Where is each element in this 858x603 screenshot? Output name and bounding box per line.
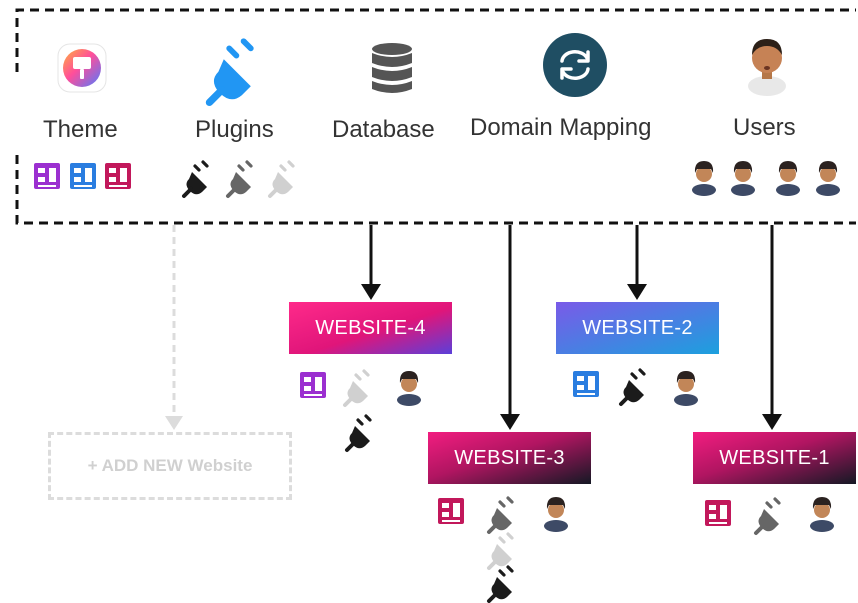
person-avatar-icon xyxy=(397,371,421,406)
theme-variant-icon xyxy=(70,163,96,189)
person-avatar-icon xyxy=(731,161,755,196)
theme-variant-icon xyxy=(34,163,60,189)
theme-variant-icon xyxy=(105,163,131,189)
website-3-box[interactable]: WEBSITE-3 xyxy=(454,447,565,469)
plug-icon xyxy=(487,565,514,603)
plug-icon xyxy=(487,496,514,534)
plug-icon xyxy=(487,532,514,570)
person-avatar-icon xyxy=(776,161,800,196)
plug-icon xyxy=(182,160,209,198)
users-label: Users xyxy=(733,114,796,141)
database-big-icon xyxy=(372,43,412,93)
plug-icon xyxy=(345,414,372,452)
plug-icon xyxy=(754,497,781,535)
plug-icon xyxy=(343,369,370,407)
person-avatar-icon xyxy=(544,497,568,532)
theme-label: Theme xyxy=(43,116,118,143)
website-4-box[interactable]: WEBSITE-4 xyxy=(315,317,426,339)
domain-mapping-label: Domain Mapping xyxy=(470,114,652,141)
theme-big-icon xyxy=(57,43,107,93)
top-container-top-border xyxy=(15,8,856,72)
theme-variant-icon xyxy=(300,372,326,398)
website-2-box[interactable]: WEBSITE-2 xyxy=(582,317,693,339)
plug-icon xyxy=(619,368,646,406)
theme-variant-icon xyxy=(705,500,731,526)
website-2-bg xyxy=(556,302,719,354)
arrow-to-add-new-head xyxy=(165,416,183,430)
top-container-bottom-border xyxy=(15,155,856,225)
website-1-box[interactable]: WEBSITE-1 xyxy=(719,447,830,469)
domain-mapping-big-icon xyxy=(543,33,607,97)
connector-arrows xyxy=(361,225,782,430)
person-avatar-icon xyxy=(674,371,698,406)
users-big-icon xyxy=(748,39,786,96)
person-avatar-icon xyxy=(816,161,840,196)
theme-variant-icon xyxy=(573,371,599,397)
website-3-bg xyxy=(428,432,591,484)
database-label: Database xyxy=(332,116,435,143)
plugins-label: Plugins xyxy=(195,116,274,143)
plug-icon xyxy=(226,160,253,198)
website-4-bg xyxy=(289,302,452,354)
plugins-big-icon xyxy=(209,41,250,102)
website-1-bg xyxy=(693,432,856,484)
person-avatar-icon xyxy=(692,161,716,196)
add-new-website-button[interactable]: + ADD NEW Website xyxy=(48,432,292,500)
person-avatar-icon xyxy=(810,497,834,532)
plug-icon xyxy=(268,160,295,198)
theme-variant-icon xyxy=(438,498,464,524)
